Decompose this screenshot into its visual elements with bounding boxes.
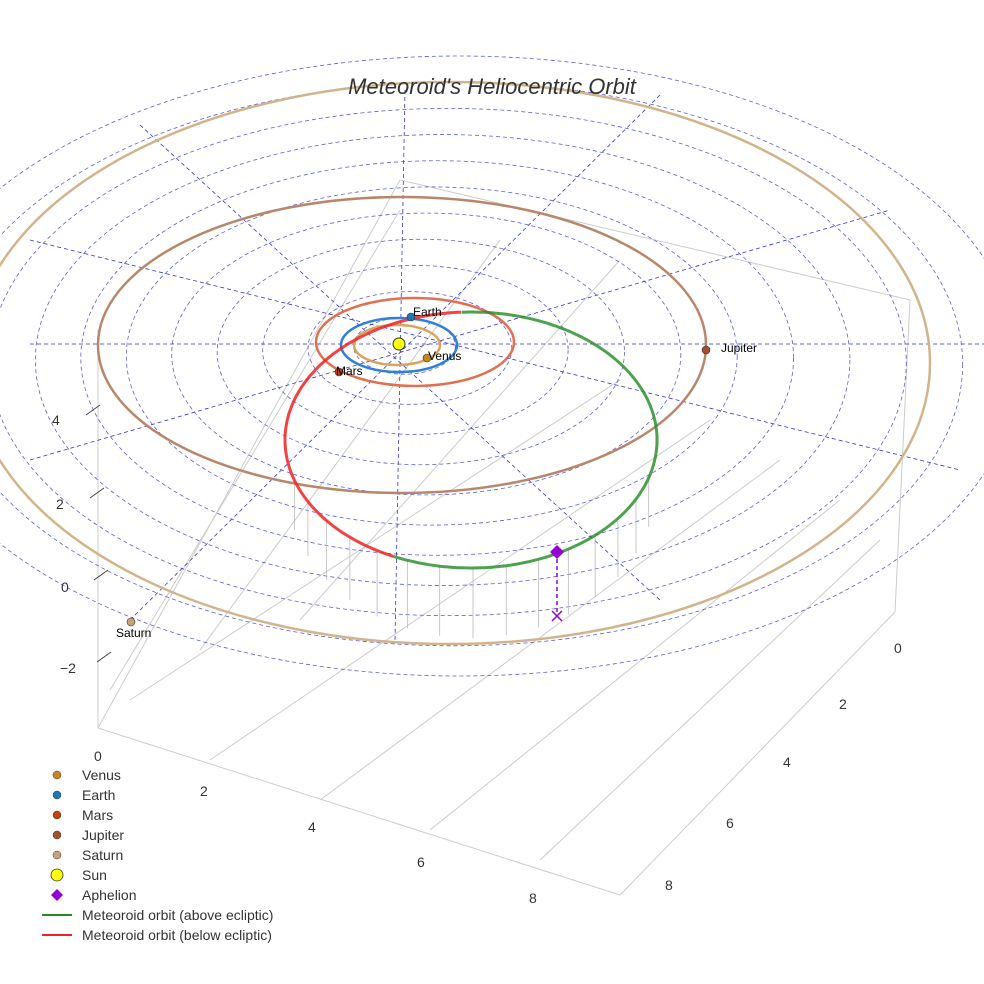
ecliptic-grid-radial (129, 94, 661, 621)
legend-item-venus[interactable]: Venus (40, 765, 273, 785)
legend-item-earth[interactable]: Earth (40, 785, 273, 805)
z-tick-mark (93, 569, 109, 581)
ecliptic-grid-radial (29, 239, 961, 471)
planet-label-venus: Venus (428, 349, 462, 363)
planet-marker-saturn (126, 617, 136, 627)
y-tick: 8 (665, 877, 673, 893)
grid-line (199, 239, 501, 651)
grid-line (129, 379, 621, 701)
legend-item-sun[interactable]: Sun (40, 865, 273, 885)
legend-label: Mars (82, 807, 114, 823)
grid-line (399, 179, 911, 301)
x-tick: 0 (94, 748, 102, 764)
grid-line (299, 259, 621, 621)
grid-line (97, 179, 401, 729)
x-tick: 2 (200, 783, 208, 799)
grid-line (319, 459, 781, 801)
orbit-jupiter (96, 195, 708, 495)
z-tick: 4 (52, 412, 60, 428)
meteoroid-orbit-above (393, 310, 659, 570)
legend-label: Sun (82, 867, 107, 883)
grid-line (619, 611, 896, 896)
sun-marker (392, 337, 406, 351)
legend-label: Jupiter (82, 827, 125, 843)
legend-label: Meteoroid orbit (below ecliptic) (82, 927, 272, 943)
y-tick: 2 (839, 696, 847, 712)
ecliptic-grid-radial (139, 124, 661, 601)
ecliptic-grid-ring (125, 186, 738, 526)
y-tick: 6 (726, 815, 734, 831)
ecliptic-grid-ring (216, 238, 625, 466)
legend-label: Venus (82, 767, 121, 783)
legend-item-orbit-below[interactable]: Meteoroid orbit (below ecliptic) (40, 925, 273, 945)
grid-line (429, 499, 841, 831)
planet-marker-earth (406, 312, 416, 322)
z-tick-mark (89, 487, 105, 499)
meteoroid-orbit-below (283, 310, 462, 558)
ecliptic-grid-ring (171, 212, 682, 496)
ecliptic-grid-ring (0, 108, 907, 616)
aphelion-projection-marker (551, 610, 563, 622)
grid-line (97, 727, 621, 896)
planet-marker-venus (422, 353, 432, 363)
legend-item-orbit-above[interactable]: Meteoroid orbit (above ecliptic) (40, 905, 273, 925)
ecliptic-grid-ring (0, 55, 984, 677)
x-tick: 6 (417, 854, 425, 870)
legend-item-jupiter[interactable]: Jupiter (40, 825, 273, 845)
planet-label-earth: Earth (413, 305, 442, 319)
legend-item-mars[interactable]: Mars (40, 805, 273, 825)
ecliptic-grid-ring (80, 160, 794, 556)
grid-line (209, 419, 711, 761)
x-tick: 8 (529, 890, 537, 906)
planet-marker-mars (334, 367, 344, 377)
legend-label: Earth (82, 787, 116, 803)
z-tick-mark (96, 651, 112, 663)
y-tick: 4 (783, 754, 791, 770)
planet-label-jupiter: Jupiter (721, 341, 758, 355)
orbit-saturn (0, 80, 932, 646)
ecliptic-grid-radial (29, 209, 891, 461)
ecliptic-grid-ring (262, 265, 569, 435)
orbit-earth (339, 316, 459, 374)
grid-line (109, 209, 401, 691)
legend-item-aphelion[interactable]: Aphelion (40, 885, 273, 905)
legend: Venus Earth Mars Jupiter Saturn Sun Aphe… (40, 765, 273, 945)
z-tick: 2 (56, 496, 64, 512)
y-tick: 0 (894, 640, 902, 656)
ecliptic-grid-ring (307, 291, 513, 405)
planet-marker-jupiter (701, 345, 711, 355)
orbit-venus (352, 323, 442, 367)
legend-item-saturn[interactable]: Saturn (40, 845, 273, 865)
ecliptic-grid-ring (34, 134, 851, 586)
z-tick: −2 (60, 660, 76, 676)
orbit-mars (314, 296, 516, 388)
x-tick: 4 (308, 819, 316, 835)
z-tick: 0 (61, 579, 69, 595)
chart-title: Meteoroid's Heliocentric Orbit (348, 74, 636, 99)
legend-label: Meteoroid orbit (above ecliptic) (82, 907, 274, 923)
aphelion-marker (550, 545, 564, 559)
legend-label: Aphelion (82, 887, 137, 903)
legend-label: Saturn (82, 847, 124, 863)
planet-label-mars: Mars (336, 364, 363, 378)
ecliptic-grid-ring (0, 81, 963, 647)
planet-label-saturn: Saturn (116, 626, 152, 640)
grid-line (539, 539, 881, 861)
